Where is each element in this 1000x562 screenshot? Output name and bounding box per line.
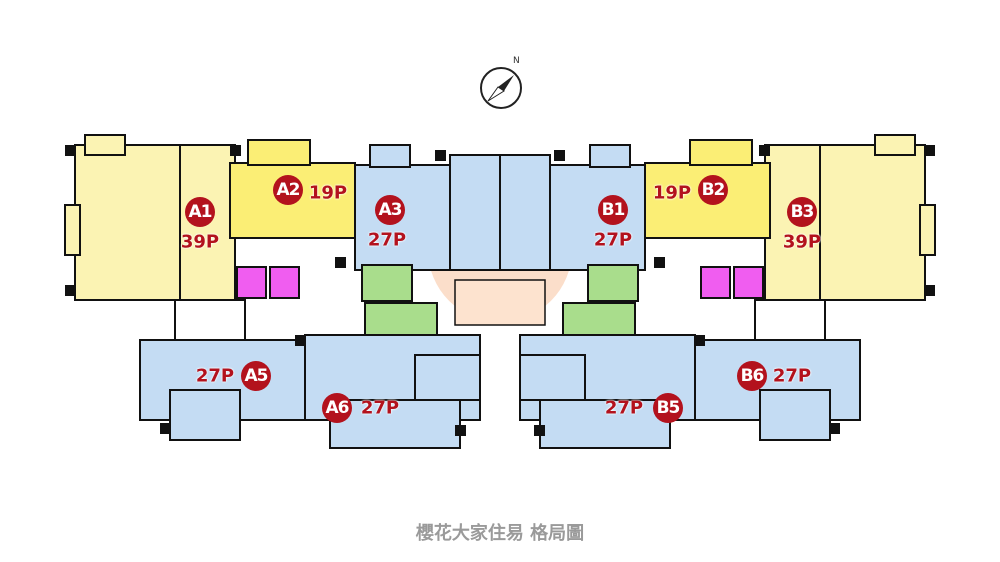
right-unit-a2-top bbox=[689, 139, 753, 166]
right-column bbox=[534, 425, 545, 436]
unit-area-a6: 27P bbox=[360, 397, 400, 419]
unit-badge-b3: B3 bbox=[787, 197, 817, 227]
unit-area-a1: 39P bbox=[180, 231, 220, 253]
unit-badge-b1: B1 bbox=[598, 195, 628, 225]
left-unit-a1-wing bbox=[64, 204, 81, 256]
right-column bbox=[554, 150, 565, 161]
right-elevator-2 bbox=[700, 266, 731, 299]
unit-area-b5: 27P bbox=[604, 397, 644, 419]
left-column bbox=[230, 145, 241, 156]
unit-area-a3: 27P bbox=[367, 229, 407, 251]
right-unit-a1-wing bbox=[919, 204, 936, 256]
left-column bbox=[455, 425, 466, 436]
left-column bbox=[65, 145, 76, 156]
unit-area-b3: 39P bbox=[782, 231, 822, 253]
unit-badge-a1: A1 bbox=[185, 197, 215, 227]
left-unit-a6-bath bbox=[414, 354, 481, 401]
right-core-units bbox=[499, 154, 551, 271]
right-column bbox=[759, 145, 770, 156]
right-unit-a1-bath bbox=[874, 134, 916, 156]
unit-badge-a2: A2 bbox=[273, 175, 303, 205]
right-elevator-1 bbox=[733, 266, 764, 299]
right-unit-a5-lower bbox=[759, 389, 831, 441]
right-unit-a1-room bbox=[764, 144, 821, 306]
right-stairs-1 bbox=[587, 264, 639, 302]
right-column bbox=[924, 285, 935, 296]
left-core-units bbox=[449, 154, 501, 271]
left-unit-a2-top bbox=[247, 139, 311, 166]
left-elevator-2 bbox=[269, 266, 300, 299]
unit-area-a5: 27P bbox=[195, 365, 235, 387]
left-column bbox=[295, 335, 306, 346]
north-label: N bbox=[513, 56, 520, 66]
unit-area-b1: 27P bbox=[593, 229, 633, 251]
right-column bbox=[829, 423, 840, 434]
right-unit-a3-area bbox=[549, 164, 646, 271]
unit-area-b6: 27P bbox=[772, 365, 812, 387]
left-column bbox=[335, 257, 346, 268]
right-unit-a6-bath bbox=[519, 354, 586, 401]
right-wing bbox=[499, 134, 936, 449]
unit-badge-a3: A3 bbox=[375, 195, 405, 225]
right-unit-a6-lower bbox=[539, 399, 671, 449]
left-elevator-1 bbox=[236, 266, 267, 299]
unit-badge-b6: B6 bbox=[737, 361, 767, 391]
left-unit-a1-bath bbox=[84, 134, 126, 156]
north-arrow-icon bbox=[480, 67, 522, 109]
left-unit-a3-top bbox=[369, 144, 411, 168]
plan-caption: 櫻花大家住易 格局圖 bbox=[415, 523, 585, 544]
unit-badge-b2: B2 bbox=[698, 175, 728, 205]
unit-badge-a5: A5 bbox=[241, 361, 271, 391]
left-lift-shaft bbox=[174, 299, 246, 341]
right-column bbox=[924, 145, 935, 156]
left-column bbox=[160, 423, 171, 434]
left-unit-a5-lower bbox=[169, 389, 241, 441]
unit-area-a2: 19P bbox=[308, 182, 348, 204]
unit-badge-b5: B5 bbox=[653, 393, 683, 423]
right-column bbox=[654, 257, 665, 268]
left-column bbox=[435, 150, 446, 161]
unit-badge-a6: A6 bbox=[322, 393, 352, 423]
right-unit-a3-top bbox=[589, 144, 631, 168]
right-column bbox=[694, 335, 705, 346]
left-unit-a1-room bbox=[179, 144, 236, 306]
left-column bbox=[65, 285, 76, 296]
right-lift-shaft bbox=[754, 299, 826, 341]
left-stairs-1 bbox=[361, 264, 413, 302]
unit-area-b2: 19P bbox=[652, 182, 692, 204]
center-corridor bbox=[454, 279, 546, 326]
